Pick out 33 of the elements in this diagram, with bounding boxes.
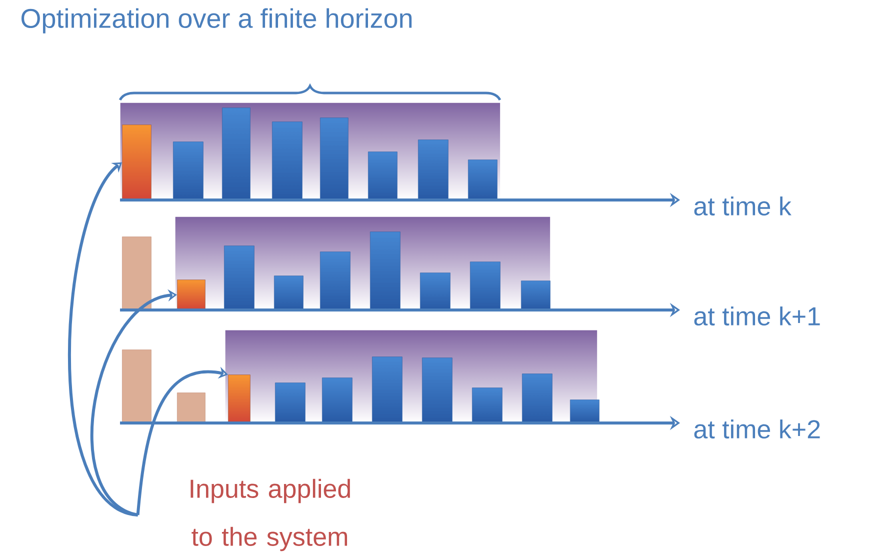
bar xyxy=(274,276,304,310)
bar xyxy=(224,246,254,310)
arrow xyxy=(68,162,138,516)
bar xyxy=(322,378,352,423)
time-label: at time k+2 xyxy=(694,419,820,439)
bar xyxy=(470,262,500,310)
input-bar xyxy=(177,280,206,310)
bar xyxy=(521,280,550,310)
past-input-bar xyxy=(122,236,152,310)
time-label: at time k+1 xyxy=(694,306,820,326)
bar xyxy=(275,382,306,423)
caption-text: Inputs applied to the system xyxy=(190,478,350,552)
bar xyxy=(272,122,302,200)
bar xyxy=(522,374,552,423)
bar xyxy=(570,400,600,423)
bar xyxy=(420,272,450,310)
bar xyxy=(222,108,250,200)
time-label: at time k xyxy=(694,196,792,216)
bar xyxy=(320,252,350,310)
bar xyxy=(422,358,452,423)
bar xyxy=(372,356,402,423)
bar xyxy=(468,160,498,200)
bar xyxy=(368,152,398,200)
past-input-bar xyxy=(122,350,152,423)
bar xyxy=(320,118,348,200)
bar xyxy=(472,388,502,423)
bar xyxy=(173,142,204,200)
input-bar xyxy=(122,124,152,200)
bar xyxy=(370,232,400,310)
input-bar xyxy=(228,374,250,423)
past-input-bar xyxy=(177,392,206,423)
bar xyxy=(418,140,448,200)
title: Optimization over a finite horizon xyxy=(22,8,412,34)
